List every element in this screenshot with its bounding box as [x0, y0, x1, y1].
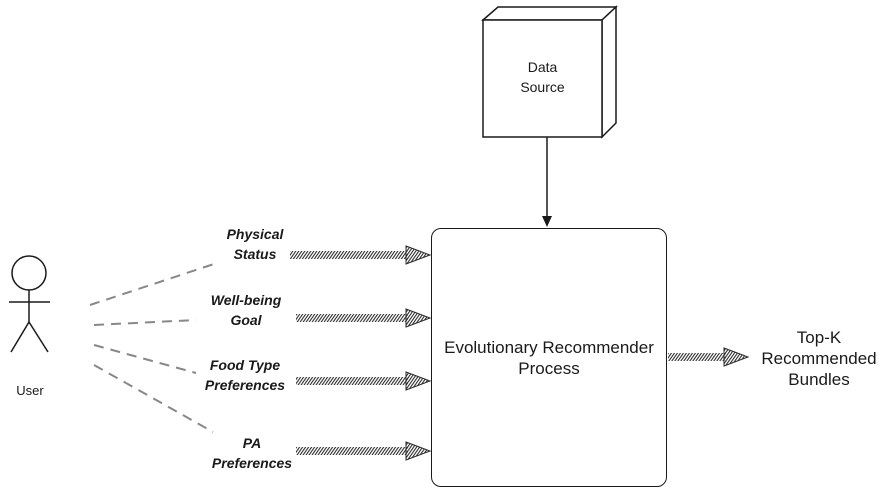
input-label-food-type: Food Type Preferences: [189, 355, 301, 395]
data-source-label-line1: Data: [527, 59, 558, 75]
input-label-line1: PA: [242, 435, 262, 451]
data-source-label: Data Source: [483, 57, 602, 97]
process-label-line2: Process: [518, 358, 580, 378]
recommender-process-box: Evolutionary Recommender Process: [431, 228, 667, 487]
association-wellbeing-goal: [93, 319, 197, 326]
input-label-line2: Preferences: [211, 455, 293, 471]
association-physical-status: [89, 262, 218, 306]
data-source-label-line2: Source: [520, 79, 565, 95]
input-label-line2: Status: [233, 246, 277, 262]
input-label-line1: Well-being: [210, 292, 282, 308]
output-arrow: [668, 347, 750, 367]
input-arrow-wellbeing-goal: [296, 308, 432, 328]
process-label-line1: Evolutionary Recommender: [444, 337, 654, 357]
input-arrow-pa-preferences: [296, 441, 432, 461]
input-label-wellbeing-goal: Well-being Goal: [196, 290, 296, 330]
output-label-line3: Bundles: [788, 370, 850, 389]
association-food-type: [93, 344, 197, 374]
process-label: Evolutionary Recommender Process: [444, 337, 654, 379]
user-stick-figure-icon: [9, 255, 50, 353]
input-arrow-food-type: [296, 371, 432, 391]
input-label-physical-status: Physical Status: [205, 224, 305, 264]
output-label-line2: Recommended: [761, 349, 877, 368]
user-label: User: [16, 383, 44, 398]
input-label-line2: Goal: [230, 312, 262, 328]
output-label-line1: Top-K: [796, 328, 842, 347]
input-label-pa-preferences: PA Preferences: [196, 433, 308, 473]
input-arrow-physical-status: [290, 245, 432, 265]
user-association-lines: [89, 262, 218, 433]
input-label-line2: Preferences: [204, 377, 286, 393]
data-source-arrow: [542, 137, 552, 227]
input-label-line1: Physical: [226, 226, 284, 242]
association-pa-preferences: [93, 364, 214, 433]
data-source-cube: [480, 5, 618, 139]
output-label: Top-K Recommended Bundles: [752, 327, 886, 390]
input-label-line1: Food Type: [209, 357, 281, 373]
